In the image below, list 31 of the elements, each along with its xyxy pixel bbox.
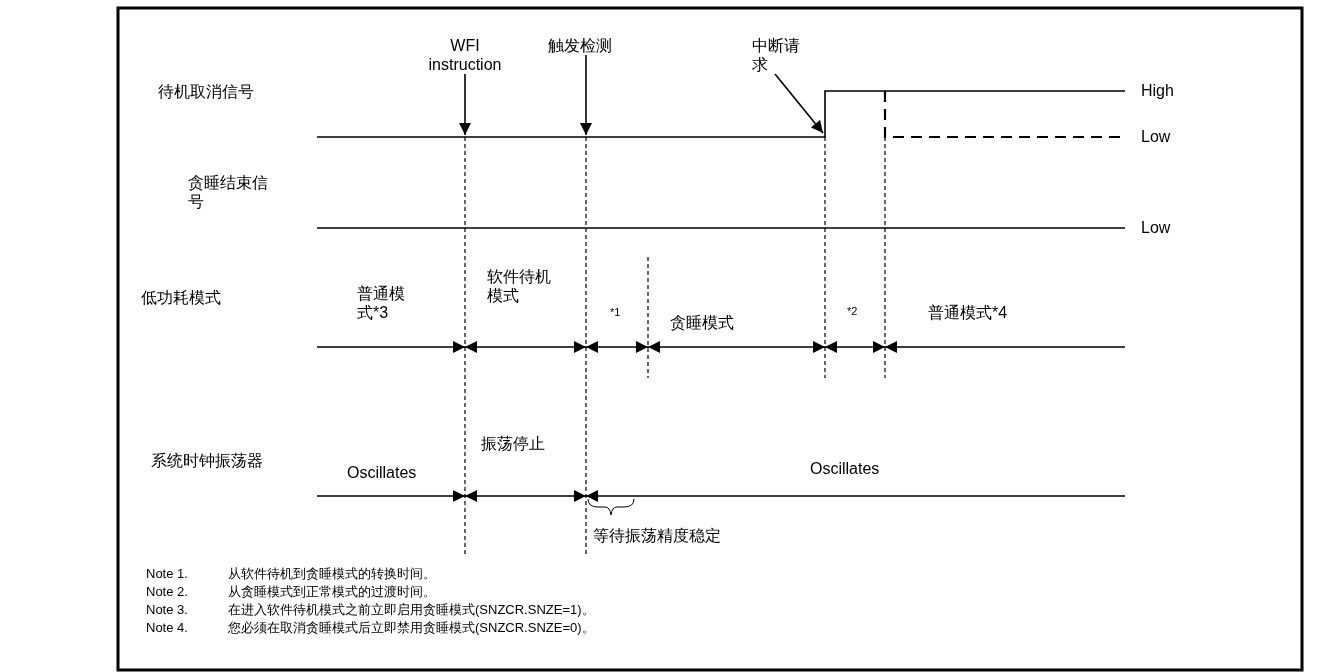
mode-label: 普通模式*3 xyxy=(357,284,406,322)
event-label: 中断请求 xyxy=(752,36,806,74)
signal-label: 系统时钟振荡器 xyxy=(151,451,264,470)
note-label: Note 3. xyxy=(146,601,188,619)
note-label: Note 2. xyxy=(146,583,188,601)
level-label: High xyxy=(1141,81,1174,100)
note-text: 从贪睡模式到正常模式的过渡时间。 xyxy=(228,583,436,601)
level-label: Low xyxy=(1141,218,1171,237)
signal-label: 低功耗模式 xyxy=(141,288,222,307)
event-label: 触发检测 xyxy=(548,36,624,55)
note-label: Note 4. xyxy=(146,619,188,637)
state-label: 振荡停止 xyxy=(481,434,546,453)
arrow xyxy=(459,73,471,136)
note-text: 等待振荡精度稳定 xyxy=(593,526,722,545)
footnote-mark: *1 xyxy=(610,306,621,319)
signal-label: 待机取消信号 xyxy=(158,82,255,101)
note-text: 从软件待机到贪睡模式的转换时间。 xyxy=(228,565,436,583)
mode-label: 贪睡模式 xyxy=(670,313,735,332)
note-text: 在进入软件待机模式之前立即启用贪睡模式(SNZCR.SNZE=1)。 xyxy=(228,601,595,619)
mode-label: 软件待机模式 xyxy=(487,267,552,305)
state-label: Oscillates xyxy=(347,463,417,482)
state-label: Oscillates xyxy=(810,459,880,478)
note-label: Note 1. xyxy=(146,565,188,583)
note-text: 您必须在取消贪睡模式后立即禁用贪睡模式(SNZCR.SNZE=0)。 xyxy=(228,619,595,637)
event-label: WFI instruction xyxy=(425,36,505,74)
level-label: Low xyxy=(1141,127,1171,146)
arrow xyxy=(580,54,592,136)
signal-label: 贪睡结束信号 xyxy=(188,173,269,211)
footnote-mark: *2 xyxy=(847,305,858,318)
mode-label: 普通模式*4 xyxy=(928,303,1009,322)
arrow xyxy=(774,73,824,134)
